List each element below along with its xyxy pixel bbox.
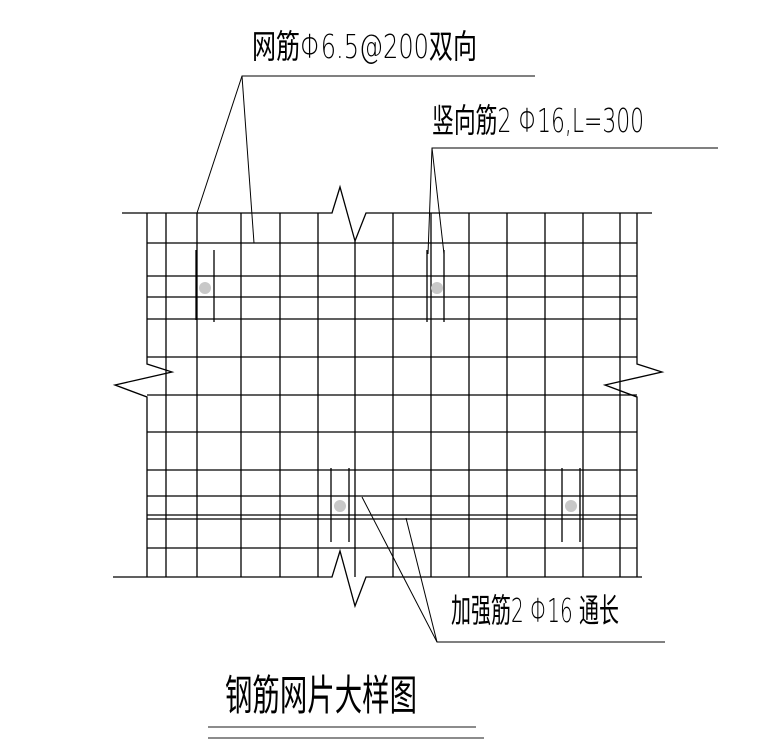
bottom-boundary <box>113 548 642 609</box>
leader-mesh-rebar <box>196 75 535 244</box>
top-boundary <box>122 184 652 244</box>
right-boundary <box>602 213 665 577</box>
leader-vertical-rebar <box>427 147 718 255</box>
drawing-title: 钢筋网片大样图 <box>225 671 417 720</box>
vertical-short-rebars <box>195 250 581 542</box>
rebar-dot <box>431 282 443 294</box>
rebar-dot <box>334 500 346 512</box>
rebar-section-dots <box>199 282 577 512</box>
rebar-dot <box>199 282 211 294</box>
leader-stiffener-rebar <box>361 496 665 643</box>
left-boundary <box>112 213 175 577</box>
title-underline <box>208 726 484 739</box>
vertical-mesh-lines <box>165 213 621 577</box>
rebar-dot <box>565 500 577 512</box>
horizontal-mesh-lines <box>147 242 637 549</box>
stiffener-rebar-label: 加强筋2 Φ16 通长 <box>451 591 619 630</box>
vertical-rebar-label: 竖向筋2 Φ16,L=300 <box>432 101 644 140</box>
mesh-rebar-label: 网筋Φ6.5@200双向 <box>252 27 477 66</box>
